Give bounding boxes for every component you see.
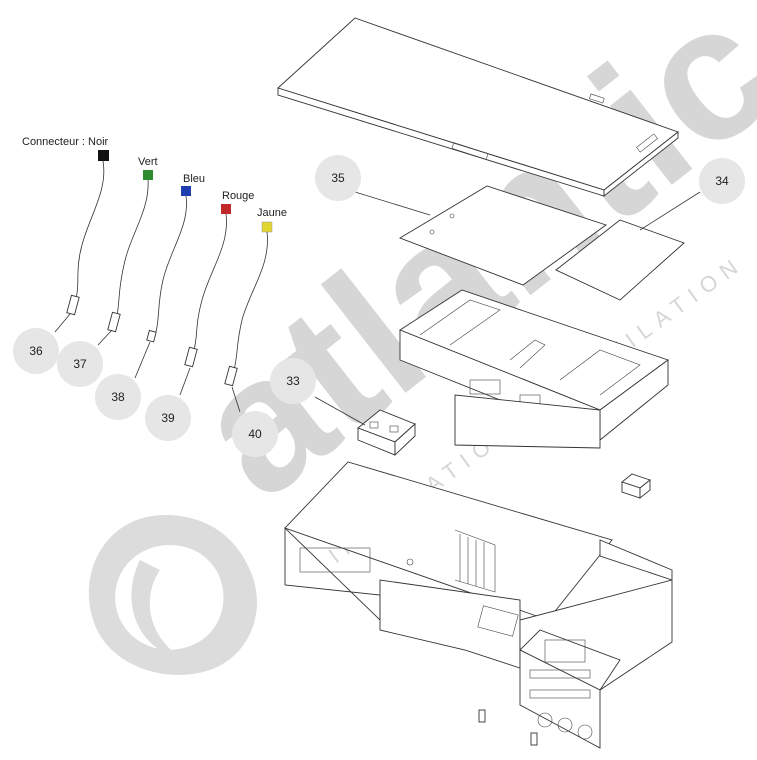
terminal-block-part-33 bbox=[357, 409, 416, 457]
callout-number: 33 bbox=[286, 374, 300, 388]
wire-harness-green bbox=[107, 170, 153, 333]
upper-frame-part bbox=[399, 289, 669, 449]
switch-part bbox=[621, 473, 651, 499]
connector-label-black: Connecteur : Noir bbox=[22, 136, 109, 148]
callout-number: 38 bbox=[111, 390, 125, 404]
callout-39: 39 bbox=[145, 395, 191, 441]
callout-number: 36 bbox=[29, 344, 43, 358]
callout-35: 35 bbox=[315, 155, 361, 201]
callout-number: 35 bbox=[331, 171, 345, 185]
top-cover-part bbox=[277, 17, 679, 197]
wire-harness-black bbox=[66, 150, 109, 316]
lower-chassis-part bbox=[284, 461, 673, 691]
callout-33: 33 bbox=[270, 358, 316, 404]
callout-number: 39 bbox=[161, 411, 175, 425]
callout-38: 38 bbox=[95, 374, 141, 420]
callout-37: 37 bbox=[57, 341, 103, 387]
callout-34: 34 bbox=[699, 158, 745, 204]
wire-harness-blue bbox=[146, 186, 191, 343]
fuse-part bbox=[478, 709, 538, 746]
connector-label-blue: Bleu bbox=[183, 173, 205, 185]
connector-plug-icon bbox=[98, 150, 109, 161]
callout-40: 40 bbox=[232, 411, 278, 457]
panel-part-35 bbox=[398, 185, 607, 286]
connector-plug-icon bbox=[143, 170, 153, 180]
connector-label-red: Rouge bbox=[222, 190, 254, 202]
panel-part-34 bbox=[555, 219, 685, 301]
circuit-board-part bbox=[519, 629, 621, 749]
connector-plug-icon bbox=[261, 221, 273, 233]
wire-harness-red bbox=[184, 204, 231, 368]
connector-label-green: Vert bbox=[138, 156, 158, 168]
leader-lines bbox=[54, 191, 701, 426]
connector-plug-icon bbox=[221, 204, 231, 214]
callout-number: 37 bbox=[73, 357, 87, 371]
wire-harness-yellow bbox=[224, 221, 273, 387]
connector-plug-icon bbox=[181, 186, 191, 196]
callout-number: 40 bbox=[248, 427, 262, 441]
callout-number: 34 bbox=[715, 174, 729, 188]
brand-logo-icon bbox=[88, 515, 257, 675]
callout-36: 36 bbox=[13, 328, 59, 374]
connector-label-yellow: Jaune bbox=[257, 207, 287, 219]
